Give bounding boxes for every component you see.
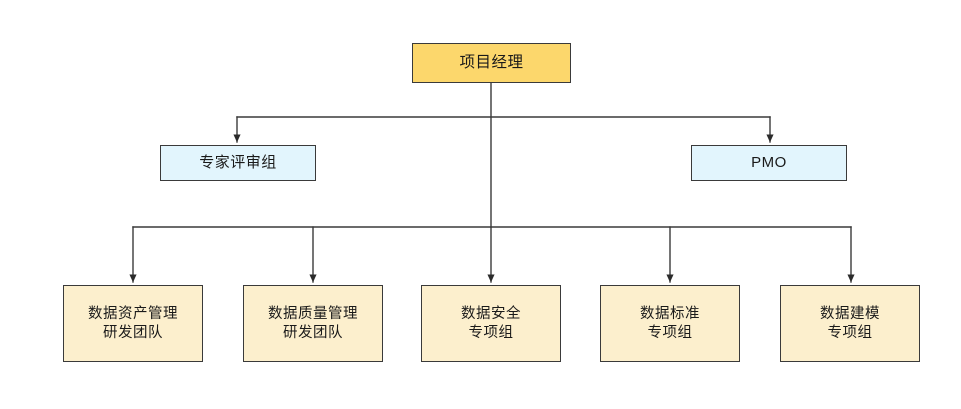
node-expert-review-group-label: 专家评审组: [199, 154, 277, 172]
node-data-quality-management-team-label: 数据质量管理 研发团队: [268, 305, 358, 341]
node-project-manager[interactable]: 项目经理: [412, 43, 571, 83]
node-data-security-group[interactable]: 数据安全 专项组: [421, 285, 561, 362]
node-data-modeling-group[interactable]: 数据建模 专项组: [780, 285, 920, 362]
node-data-modeling-group-label: 数据建模 专项组: [820, 305, 880, 341]
node-data-asset-management-team[interactable]: 数据资产管理 研发团队: [63, 285, 203, 362]
node-data-quality-management-team[interactable]: 数据质量管理 研发团队: [243, 285, 383, 362]
node-data-standard-group[interactable]: 数据标准 专项组: [600, 285, 740, 362]
node-data-standard-group-label: 数据标准 专项组: [640, 305, 700, 341]
node-pmo-label: PMO: [751, 154, 787, 172]
node-pmo[interactable]: PMO: [691, 145, 847, 181]
node-data-asset-management-team-label: 数据资产管理 研发团队: [88, 305, 178, 341]
node-data-security-group-label: 数据安全 专项组: [461, 305, 521, 341]
node-expert-review-group[interactable]: 专家评审组: [160, 145, 316, 181]
node-project-manager-label: 项目经理: [459, 54, 524, 72]
